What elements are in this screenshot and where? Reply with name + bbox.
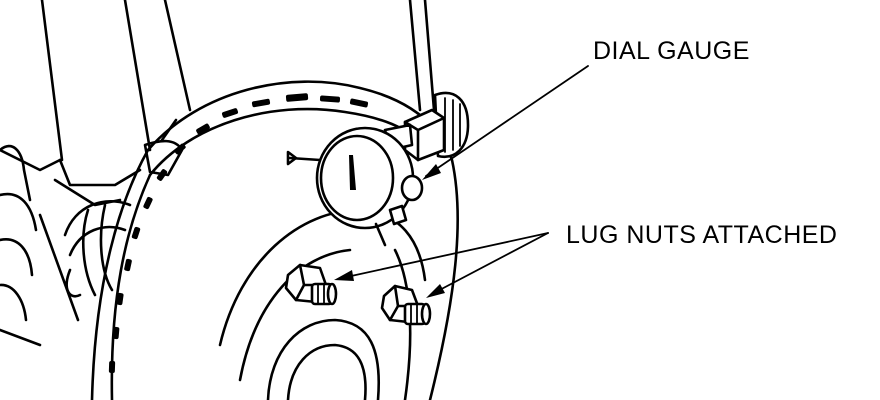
lug-nut-right — [380, 284, 432, 326]
axle-hub-boss — [63, 200, 132, 298]
dial-gauge-leader — [422, 65, 589, 180]
dial-gauge-label: DIAL GAUGE — [593, 37, 750, 65]
lug-nut-left — [284, 263, 338, 306]
hub-bearing-cylinder — [0, 144, 80, 347]
lug-nuts-label: LUG NUTS ATTACHED — [566, 221, 838, 249]
lug-nuts-leaders — [334, 232, 549, 298]
dial-gauge — [286, 0, 470, 247]
